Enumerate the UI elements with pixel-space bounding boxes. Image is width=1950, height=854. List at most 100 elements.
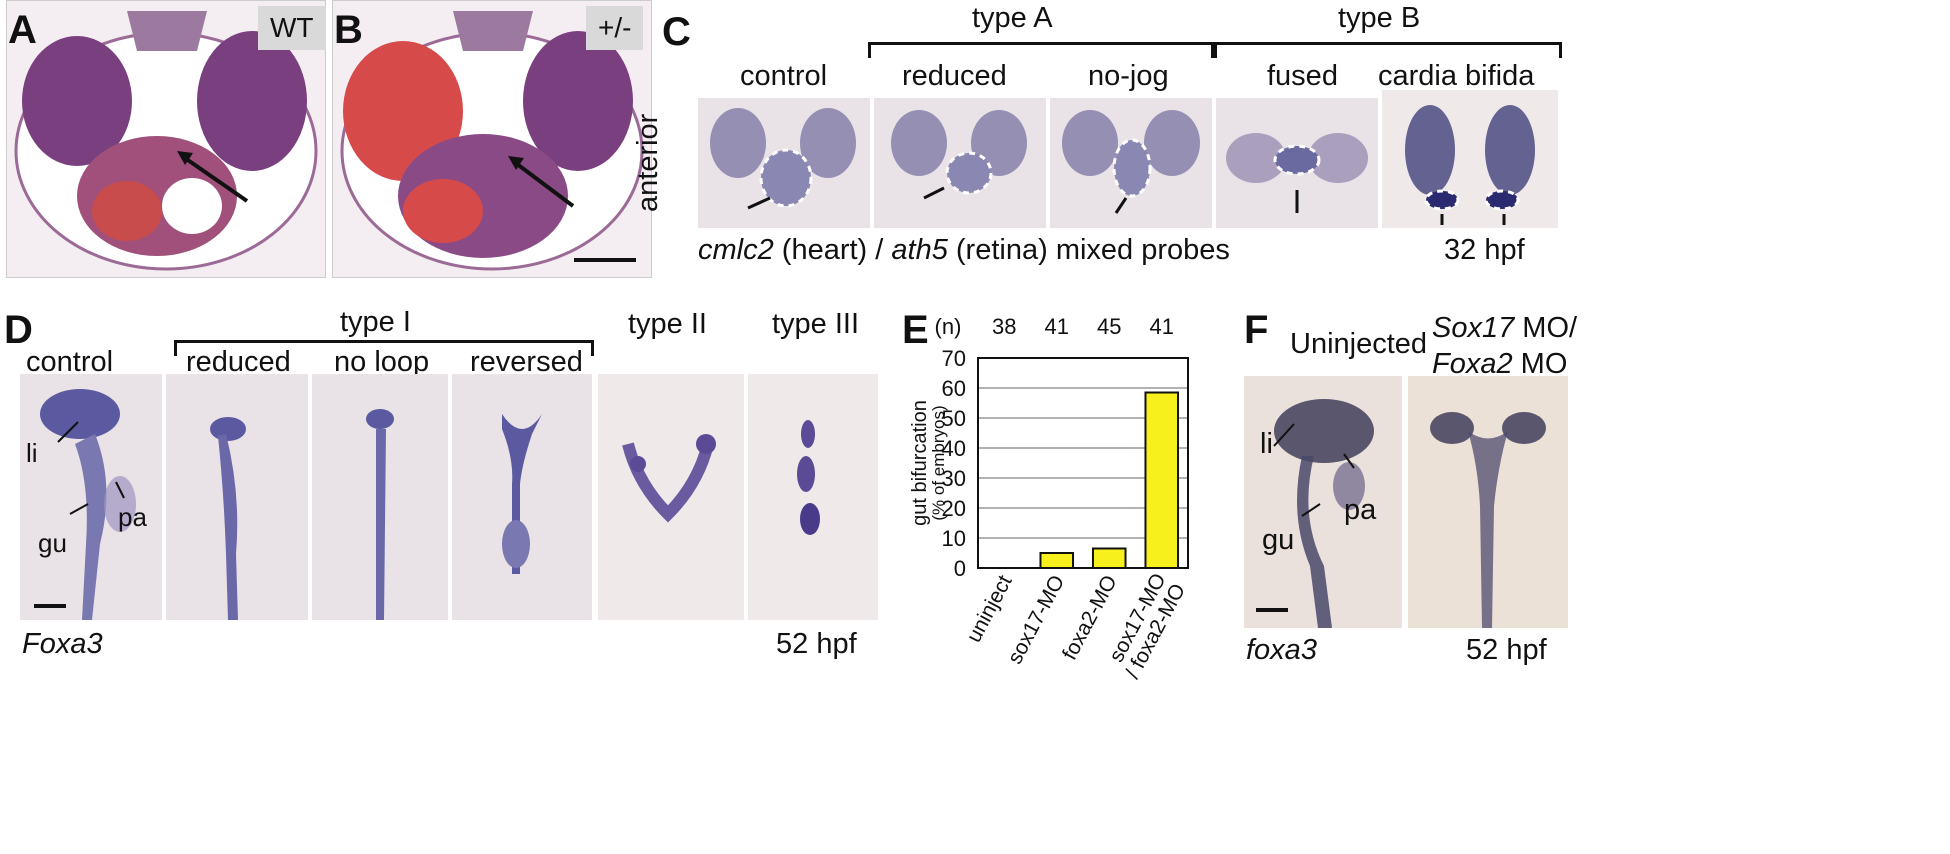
c-probe-caption: cmlc2 (heart) / ath5 (retina) mixed prob… <box>698 236 1230 265</box>
probe-text-end: (retina) mixed probes <box>947 234 1230 266</box>
f-mo-text-2: MO <box>1512 348 1568 381</box>
probe-ath5: ath5 <box>891 234 948 266</box>
chart-n-value: 45 <box>1097 314 1121 339</box>
d-label-pa: pa <box>118 502 147 532</box>
d-col-label-type-ii: type II <box>628 308 707 340</box>
d-image-type-ii <box>598 374 744 620</box>
d-label-gu: gu <box>38 528 67 558</box>
histology-section-het <box>340 11 644 271</box>
bar-chart-gut-bifurcation: 0 10 20 30 40 50 60 70 gut bifurcation(% of embr… <box>909 314 1190 683</box>
c-embryo-cardia-bifida <box>1405 105 1535 225</box>
panel-e-letter: E <box>902 308 929 352</box>
d-embryo-type-iii <box>797 420 820 535</box>
f-label-pa: pa <box>1344 494 1377 526</box>
chart-n-value: 41 <box>1045 314 1069 339</box>
chart-n-value: 41 <box>1150 314 1174 339</box>
f-label-li: li <box>1260 428 1273 460</box>
d-image-no-loop <box>312 374 448 620</box>
chart-n-value: 38 <box>992 314 1016 339</box>
f-embryo-mo <box>1430 412 1546 628</box>
col-label-reduced: reduced <box>902 60 1007 92</box>
f-gene-foxa2: Foxa2 <box>1432 348 1513 381</box>
d-col-label-reduced: reduced <box>186 346 291 378</box>
chart-category-label: uninject <box>962 571 1016 646</box>
c-embryo-no-jog <box>1062 110 1200 214</box>
c-image-reduced <box>874 98 1046 228</box>
panel-d-letter: D <box>4 308 33 352</box>
panel-b-letter: B <box>334 8 363 52</box>
d-embryo-control <box>40 389 136 620</box>
genotype-tag-het: +/- <box>586 6 644 50</box>
probe-cmlc2: cmlc2 <box>698 234 774 266</box>
chart-bar <box>1091 547 1127 569</box>
d-embryo-no-loop <box>366 409 394 620</box>
chart-ylabel-sub: (% of embryos) <box>929 405 948 520</box>
c-embryo-reduced <box>891 110 1027 200</box>
type-a-group-label: type A <box>972 2 1053 34</box>
f-image-uninjected <box>1244 376 1402 628</box>
f-mo-text-1: MO/ <box>1514 312 1578 344</box>
chart-ylabel: gut bifurcation <box>909 400 931 526</box>
f-col-label-mo: Sox17 MO/ Foxa2 MO <box>1432 310 1577 383</box>
c-image-cardia-bifida <box>1382 90 1558 228</box>
scale-bar-d <box>34 604 66 608</box>
f-embryo-uninjected <box>1273 399 1374 628</box>
d-col-label-type-iii: type III <box>772 308 860 340</box>
d-embryo-reversed <box>502 414 542 574</box>
c-timepoint: 32 hpf <box>1444 234 1525 266</box>
col-label-fused: fused <box>1267 60 1338 92</box>
scale-bar-f <box>1256 608 1288 612</box>
chart-bar <box>1039 552 1075 569</box>
col-label-no-jog: no-jog <box>1088 60 1169 92</box>
d-image-type-iii <box>748 374 878 620</box>
f-timepoint: 52 hpf <box>1466 634 1547 666</box>
f-gene-sox17: Sox17 <box>1432 312 1515 344</box>
col-label-control: control <box>740 60 828 92</box>
d-col-label-control: control <box>26 346 114 378</box>
scale-bar-b <box>574 258 636 262</box>
f-image-mo <box>1408 376 1568 628</box>
chart-ytick-label: 60 <box>942 376 966 401</box>
c-image-control <box>698 98 870 228</box>
probe-text-mid: (heart) / <box>773 234 892 266</box>
f-label-gu: gu <box>1262 524 1295 556</box>
chart-bar <box>1144 391 1180 569</box>
histology-section-wt <box>14 11 318 271</box>
c-image-no-jog <box>1050 98 1212 228</box>
d-embryo-type-ii <box>622 434 716 523</box>
chart-plot-frame <box>977 357 1189 569</box>
c-embryo-fused <box>1226 133 1368 213</box>
genotype-tag-wt: WT <box>258 6 326 50</box>
chart-ytick-label: 10 <box>942 526 966 551</box>
f-gene-label: foxa3 <box>1246 634 1317 666</box>
d-timepoint: 52 hpf <box>776 628 857 660</box>
d-col-label-no-loop: no loop <box>334 346 430 378</box>
c-embryo-control <box>710 108 856 210</box>
col-label-cardia-bifida: cardia bifida <box>1378 60 1535 92</box>
d-label-li: li <box>26 438 38 468</box>
panel-c-letter: C <box>662 10 691 54</box>
d-image-reversed <box>452 374 592 620</box>
f-col-label-uninjected: Uninjected <box>1290 328 1428 360</box>
chart-ytick-label: 20 <box>942 496 966 521</box>
chart-ytick-label: 30 <box>942 466 966 491</box>
d-embryo-reduced <box>210 417 246 620</box>
type-i-group-label: type I <box>340 306 411 338</box>
chart-ytick-label: 40 <box>942 436 966 461</box>
type-a-bracket <box>868 42 1214 58</box>
chart-ytick-label: 50 <box>942 406 966 431</box>
type-b-bracket <box>1214 42 1562 58</box>
d-image-reduced <box>166 374 308 620</box>
panel-f-letter: F <box>1244 308 1269 352</box>
type-i-bracket <box>174 340 594 356</box>
chart-ytick-label: 0 <box>954 556 966 581</box>
anterior-axis-label: anterior <box>632 113 664 212</box>
panel-a-letter: A <box>8 8 37 52</box>
c-image-fused <box>1216 98 1378 228</box>
chart-ytick-label: 70 <box>942 346 966 371</box>
d-col-label-reversed: reversed <box>470 346 583 378</box>
d-gene-label: Foxa3 <box>22 628 103 660</box>
type-b-group-label: type B <box>1338 2 1421 34</box>
d-image-control <box>20 374 162 620</box>
chart-n-label: (n) <box>935 314 962 339</box>
